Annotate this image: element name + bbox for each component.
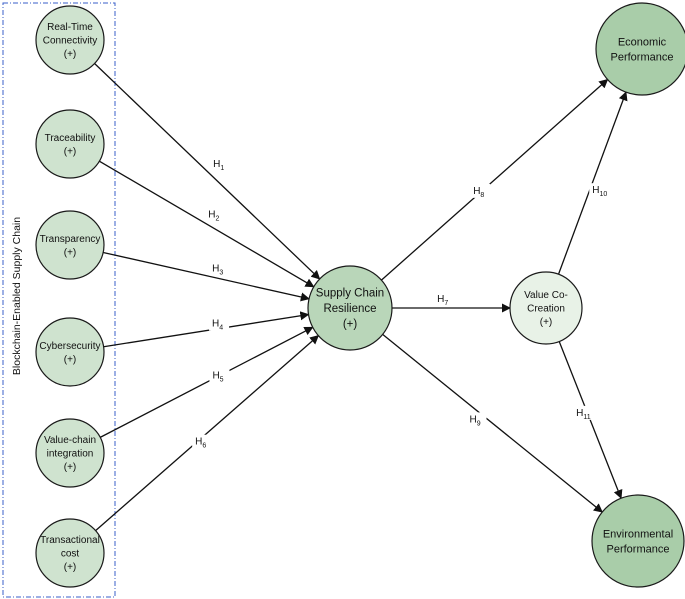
node-label-line: Supply Chain [316, 288, 384, 300]
hypothesis-label: H4 [212, 319, 223, 332]
node-label-line: Environmental [603, 528, 673, 540]
node-label-line: Economic [618, 36, 667, 48]
node-circle [307, 265, 393, 351]
node-label-line: Performance [607, 543, 670, 555]
node-circle [591, 494, 685, 588]
node-label-line: (+) [540, 317, 553, 328]
hypothesis-label: H8 [473, 186, 484, 199]
hypothesis-label: H7 [437, 294, 448, 307]
hypothesis-label-bg [209, 261, 230, 276]
edge-cybersecurity-to-resilience [103, 311, 310, 348]
node-label-line: (+) [64, 247, 77, 258]
node-label-line: Value Co- [524, 290, 568, 301]
node-label-line: Transactional [40, 535, 100, 546]
node-label-line: (+) [64, 49, 77, 60]
hypothesis-label-bg [573, 405, 594, 420]
node-label-line: (+) [343, 319, 358, 331]
hypothesis-label-bg [209, 368, 230, 383]
node-traceability: Traceability (+) [35, 109, 105, 179]
node-label-line: integration [47, 449, 94, 460]
hypothesis-label: H10 [592, 185, 607, 198]
hypothesis-label-bg [205, 207, 226, 222]
node-cocreation: Value Co- Creation (+) [509, 271, 583, 345]
node-label-line: (+) [64, 354, 77, 365]
node-label-line: Cybersecurity [39, 341, 100, 352]
hypothesis-label-bg [434, 292, 455, 306]
hypothesis-label: H6 [195, 437, 206, 450]
node-label-line: (+) [64, 146, 77, 157]
node-circle [35, 210, 105, 280]
edge-resilience-to-economic [380, 78, 609, 281]
node-label-line: Resilience [323, 303, 376, 315]
edge-transactional-to-resilience [95, 335, 320, 532]
node-transparency: Transparency (+) [35, 210, 105, 280]
node-label-line: Traceability [45, 133, 96, 144]
hypothesis-label-bg [589, 183, 610, 198]
hypothesis-label-bg [209, 316, 230, 331]
hypothesis-label-bg [192, 434, 213, 449]
construct-nodes: Real-TimeConnectivity(+)Traceability(+)T… [35, 2, 685, 588]
node-label-line: Transparency [40, 234, 101, 245]
node-label-line: (+) [64, 562, 77, 573]
node-label-line: Creation [527, 304, 565, 315]
node-circle [509, 271, 583, 345]
edge-traceability-to-resilience [99, 160, 315, 288]
node-label-line: cost [61, 549, 80, 560]
node-circle [35, 109, 105, 179]
hypothesis-label: H9 [469, 414, 480, 427]
node-label-line: Connectivity [43, 36, 97, 47]
hypothesis-label-bg [466, 412, 487, 427]
edge-transparency-to-resilience [103, 251, 310, 302]
edge-realtime-to-resilience [94, 63, 321, 280]
hypothesis-label-bg [470, 183, 491, 198]
hypothesis-label: H5 [212, 370, 223, 383]
node-circle [35, 518, 105, 588]
blockchain-group-box [2, 2, 116, 598]
node-valuechain: Value-chain integration (+) [35, 418, 105, 488]
node-label-line: Performance [611, 51, 674, 63]
node-circle [595, 2, 685, 96]
hypothesis-label: H2 [208, 209, 219, 222]
node-circle [35, 5, 105, 75]
node-cybersecurity: Cybersecurity (+) [35, 317, 105, 387]
node-label-line: Value-chain [44, 435, 96, 446]
node-circle [35, 317, 105, 387]
hypothesis-label: H3 [212, 264, 223, 277]
node-transactional: Transactional cost (+) [35, 518, 105, 588]
hypothesis-label: H11 [576, 408, 591, 421]
node-circle [35, 418, 105, 488]
node-label-line: (+) [64, 462, 77, 473]
node-label-line: Real-Time [47, 22, 93, 33]
group-label: Blockchain-Enabled Supply Chain [11, 217, 23, 375]
edge-valuechain-to-resilience [99, 326, 314, 438]
hypothesis-label: H1 [213, 159, 224, 172]
edge-resilience-to-environmental [382, 333, 603, 513]
hypothesis-label-bg [210, 157, 231, 172]
